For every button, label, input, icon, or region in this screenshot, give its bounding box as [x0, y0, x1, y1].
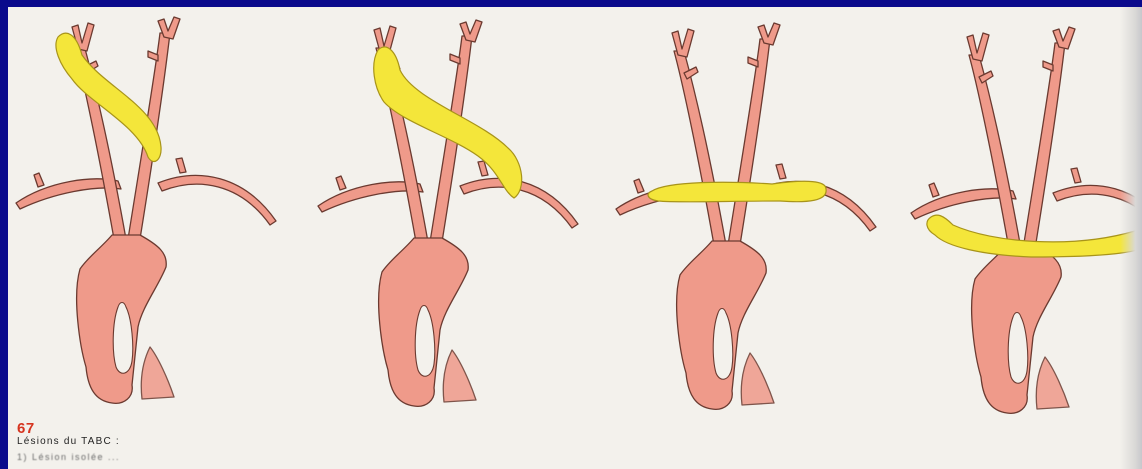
descending-segment [443, 350, 476, 402]
branch-left [336, 176, 346, 190]
branch-right-small [450, 54, 460, 64]
carotid-left [969, 55, 1021, 249]
panel-1 [16, 17, 276, 403]
subclavian-right [1053, 185, 1142, 235]
figure-title: Lésions du TABC : [17, 436, 120, 448]
branch-right [776, 164, 786, 179]
branch-right [1071, 168, 1081, 183]
carotid-right [1023, 43, 1065, 249]
branch-right-small [748, 57, 758, 67]
panel-3 [616, 23, 876, 409]
lesion-3 [648, 181, 826, 202]
figure-page: 67 Lésions du TABC : 1) Lésion isolée ..… [8, 7, 1142, 469]
anatomy-diagram [8, 7, 1142, 469]
figure-subtitle: 1) Lésion isolée ... [17, 452, 120, 462]
branch-left [34, 173, 44, 187]
branch-right-small [148, 51, 158, 61]
branch-left [634, 179, 644, 193]
descending-segment [141, 347, 174, 399]
branch-left [929, 183, 939, 197]
branch-right [176, 158, 186, 173]
branch-right-small [1043, 61, 1053, 71]
panel-2 [318, 20, 578, 406]
figure-number: 67 [17, 421, 35, 437]
descending-segment [1036, 357, 1069, 409]
carotid-right [728, 39, 770, 245]
subclavian-right [158, 175, 276, 225]
panel-4 [911, 27, 1142, 413]
lesion-1 [56, 33, 161, 161]
descending-segment [741, 353, 774, 405]
carotid-left [674, 51, 726, 245]
